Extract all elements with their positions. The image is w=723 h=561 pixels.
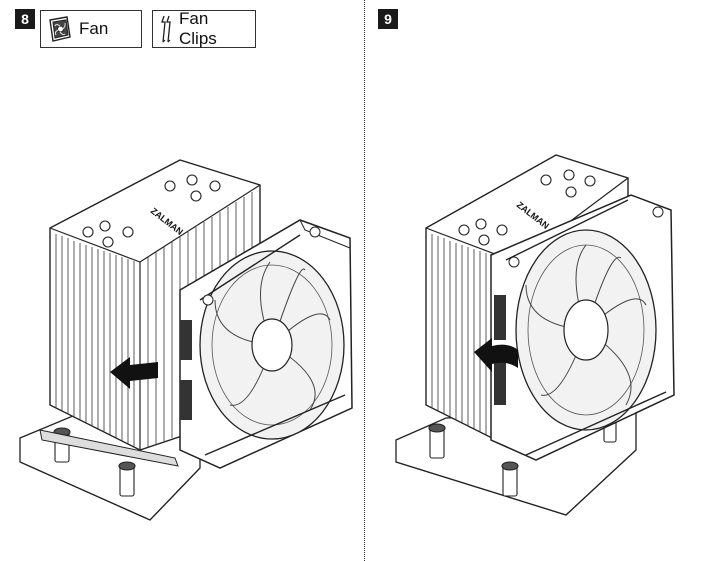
fan-unit — [490, 194, 675, 461]
fan-clip-bottom — [525, 391, 667, 456]
fan-clip-bottom — [204, 394, 346, 456]
fan-clip-icon — [161, 15, 171, 43]
panel-divider — [364, 0, 365, 561]
fan-clip-top — [505, 199, 629, 261]
heatpipe-caps — [458, 169, 596, 246]
direction-arrow-left — [110, 357, 158, 389]
part-fan-label: Fan — [79, 19, 109, 38]
step-number-badge: 8 — [15, 9, 35, 29]
part-fan: Fan — [40, 10, 142, 48]
fan-unit — [179, 219, 353, 469]
cooler-fan-attached-illustration: ZALMAN — [395, 154, 675, 516]
fan-clip-top — [199, 234, 301, 301]
cooler-fan-install-illustration: ZALMAN — [19, 159, 353, 521]
fan-damper-pads — [494, 295, 506, 405]
fan-hub — [563, 299, 609, 361]
fan-damper-pads — [180, 320, 192, 420]
fan-icon — [49, 16, 71, 42]
part-fan-clips: Fan Clips — [152, 9, 256, 48]
step-8-panel: 8 Fan Fan Clips — [15, 9, 353, 521]
part-fan-clips-label: Fan Clips — [179, 9, 217, 48]
step-9-panel: 9 ZALMAN — [366, 0, 723, 561]
standoff-screws — [428, 415, 618, 497]
heatpipe-caps — [82, 174, 221, 248]
step-number-badge: 9 — [378, 9, 398, 29]
direction-arrow-curved — [474, 338, 518, 372]
fan-hub — [251, 318, 293, 372]
